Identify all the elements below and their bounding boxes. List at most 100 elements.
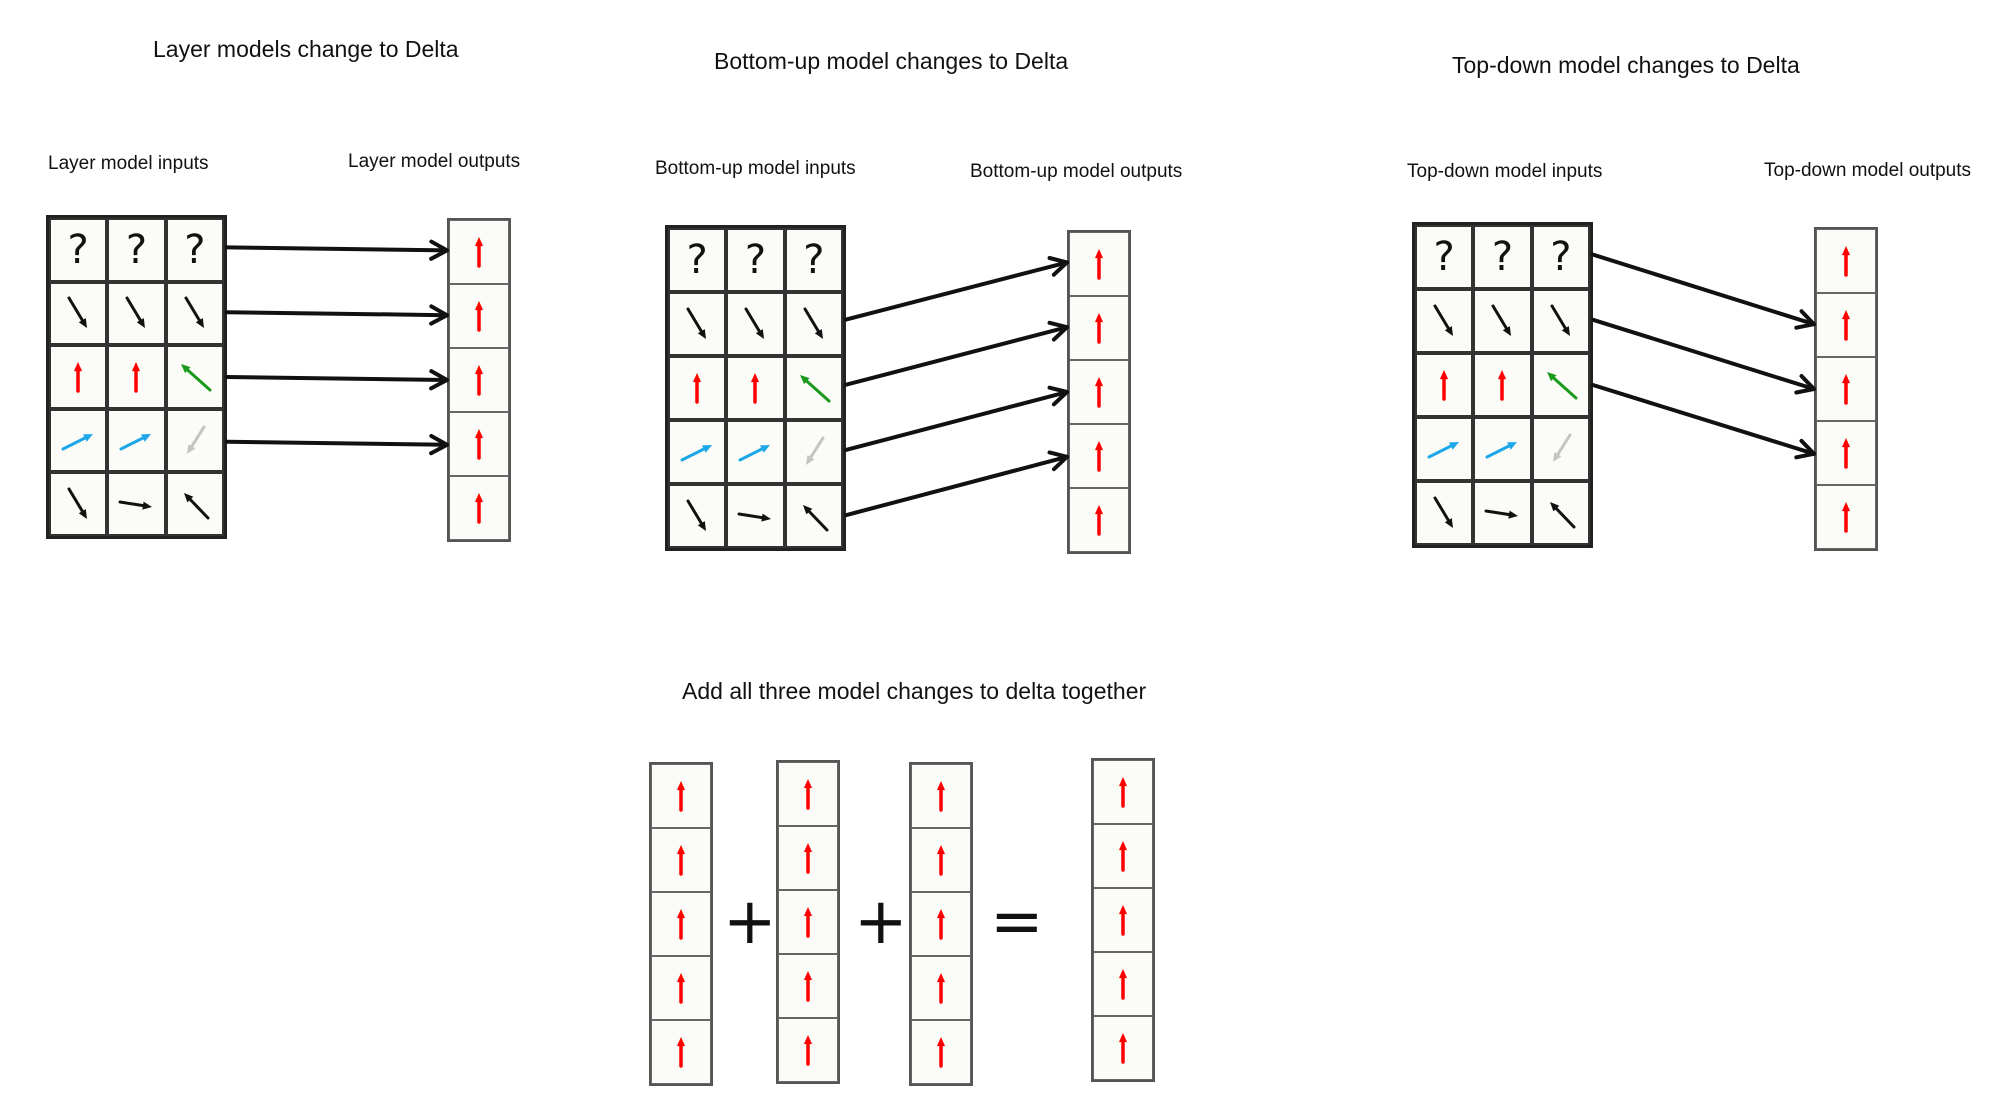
arrow-up-red-icon xyxy=(1101,1026,1145,1070)
arrow-up-red-icon xyxy=(786,772,830,816)
arrow-up-red-icon xyxy=(1480,363,1524,407)
sum-column-bottom-up xyxy=(776,760,840,1084)
arrow-up-red-icon xyxy=(786,1028,830,1072)
bottom-up-output-column xyxy=(1067,230,1131,554)
connection-arrowhead xyxy=(1794,438,1816,460)
grid-cell xyxy=(911,764,971,828)
arrow-up-red-icon xyxy=(786,964,830,1008)
grid-cell xyxy=(668,484,727,548)
connection-arrowhead xyxy=(429,304,449,326)
grid-cell xyxy=(1816,357,1876,421)
connection-arrow xyxy=(225,375,449,382)
grid-cell xyxy=(726,420,785,484)
sum-result-column xyxy=(1091,758,1155,1082)
grid-cell xyxy=(778,954,838,1018)
grid-cell xyxy=(1069,360,1129,424)
connection-arrow xyxy=(1591,383,1816,456)
arrow-up-red-icon xyxy=(1824,495,1868,539)
grid-cell xyxy=(911,1020,971,1084)
arrow-up-red-icon xyxy=(919,774,963,818)
arrow-down-left-gray-icon xyxy=(173,419,217,463)
arrow-down-left-gray-icon xyxy=(1539,427,1583,471)
grid-cell xyxy=(1473,289,1532,353)
arrow-up-left-green-icon xyxy=(1539,363,1583,407)
connection-arrow xyxy=(225,439,449,447)
plus-sign-2: + xyxy=(854,885,908,959)
bottom-up-panel-title: Bottom-up model changes to Delta xyxy=(714,48,1069,74)
grid-cell: ? xyxy=(668,228,727,292)
arrow-down-right-black-icon xyxy=(792,302,836,346)
grid-cell xyxy=(1531,417,1590,481)
grid-cell xyxy=(1473,481,1532,545)
grid-cell xyxy=(449,412,509,476)
sum-column-top-down xyxy=(909,762,973,1086)
grid-cell xyxy=(1415,289,1474,353)
top-down-panel-title: Top-down model changes to Delta xyxy=(1452,52,1800,78)
connection-arrow xyxy=(1591,252,1816,327)
grid-cell xyxy=(726,292,785,356)
grid-cell: ? xyxy=(1415,225,1474,289)
grid-cell xyxy=(1093,952,1153,1016)
arrow-up-right-blue-icon xyxy=(114,419,158,463)
arrow-up-right-blue-icon xyxy=(733,430,777,474)
arrow-up-red-icon xyxy=(1824,239,1868,283)
arrow-up-red-icon xyxy=(786,836,830,880)
grid-cell xyxy=(107,281,166,346)
grid-cell xyxy=(651,956,711,1020)
grid-cell: ? xyxy=(1473,225,1532,289)
connection-arrow xyxy=(1591,317,1816,391)
arrow-up-red-icon xyxy=(56,355,100,399)
connection-arrow xyxy=(225,245,449,253)
grid-cell xyxy=(1473,417,1532,481)
arrow-up-red-icon xyxy=(1101,834,1145,878)
arrow-up-red-icon xyxy=(919,902,963,946)
grid-cell xyxy=(1531,289,1590,353)
arrow-up-right-blue-icon xyxy=(56,419,100,463)
arrow-up-left-black-icon xyxy=(173,482,217,526)
grid-cell xyxy=(778,762,838,826)
arrow-down-right-black-icon xyxy=(675,302,719,346)
arrow-up-red-icon xyxy=(114,355,158,399)
grid-cell xyxy=(1415,481,1474,545)
grid-cell: ? xyxy=(49,218,108,282)
grid-cell xyxy=(778,1018,838,1082)
grid-cell xyxy=(668,292,727,356)
grid-cell xyxy=(784,356,843,420)
sum-title: Add all three model changes to delta tog… xyxy=(682,678,1147,704)
grid-cell xyxy=(107,408,166,473)
grid-cell xyxy=(107,472,166,536)
grid-cell xyxy=(651,828,711,892)
connection-arrow xyxy=(844,454,1069,518)
arrow-up-red-icon xyxy=(733,366,777,410)
grid-cell xyxy=(1473,353,1532,417)
arrow-right-black-icon xyxy=(114,482,158,526)
grid-cell xyxy=(165,281,224,346)
grid-cell xyxy=(1069,424,1129,488)
grid-cell xyxy=(49,472,108,536)
arrow-down-right-black-icon xyxy=(56,291,100,335)
grid-cell xyxy=(651,764,711,828)
top-down-inputs-label: Top-down model inputs xyxy=(1407,161,1603,182)
grid-cell xyxy=(1069,488,1129,552)
arrow-up-red-icon xyxy=(457,486,501,530)
arrow-up-red-icon xyxy=(1077,498,1121,542)
grid-cell xyxy=(778,826,838,890)
arrow-up-red-icon xyxy=(1101,770,1145,814)
grid-cell xyxy=(784,420,843,484)
grid-cell: ? xyxy=(1531,225,1590,289)
sum-column-layer xyxy=(649,762,713,1086)
connection-arrowhead xyxy=(1047,320,1069,342)
arrow-up-red-icon xyxy=(786,900,830,944)
grid-cell xyxy=(49,345,108,409)
layer-panel-title: Layer models change to Delta xyxy=(153,36,459,62)
plus-sign-1: + xyxy=(723,885,777,959)
arrow-up-red-icon xyxy=(1824,303,1868,347)
arrow-down-right-black-icon xyxy=(1422,491,1466,535)
grid-cell xyxy=(449,348,509,412)
connection-arrow xyxy=(844,390,1069,452)
arrow-up-red-icon xyxy=(1101,898,1145,942)
grid-cell xyxy=(726,484,785,548)
arrow-up-right-blue-icon xyxy=(1422,427,1466,471)
top-down-input-grid: ??? xyxy=(1412,222,1593,548)
grid-cell xyxy=(449,476,509,540)
